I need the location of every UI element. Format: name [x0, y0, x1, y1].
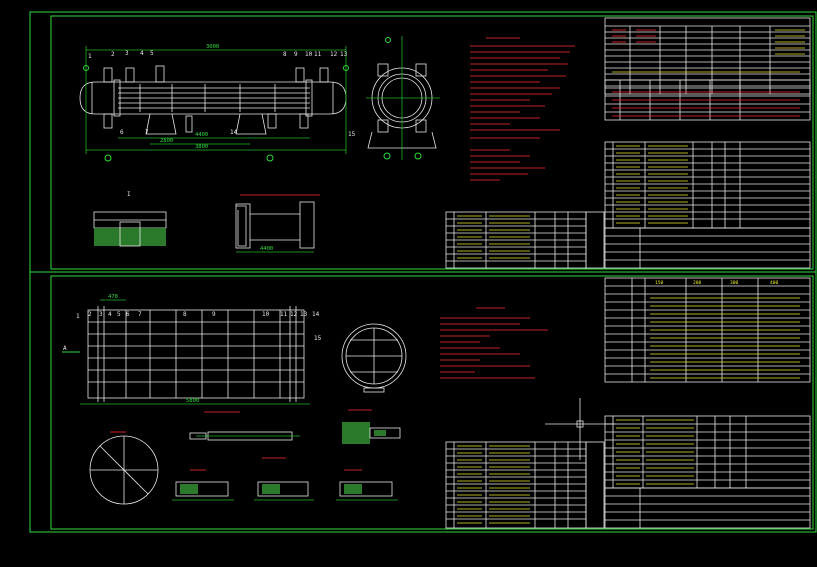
- b-tag-15: 15: [314, 335, 322, 342]
- tag-13: 13: [340, 51, 348, 58]
- top-title-block[interactable]: [604, 227, 811, 269]
- b-tag-9: 9: [212, 311, 216, 318]
- b-tag-7: 7: [138, 311, 142, 318]
- bottom-detail-rod[interactable]: [189, 411, 300, 441]
- tag-1: 1: [88, 53, 92, 60]
- top-detail-I[interactable]: I: [93, 191, 167, 247]
- detail-I-label: I: [127, 191, 131, 198]
- top-vessel-elevation[interactable]: 3000 4400 2800 3800 1 2 3 4 5 6 7 8 9 10…: [79, 44, 356, 162]
- bottom-baffle-circle[interactable]: [89, 431, 159, 505]
- sheet-top-frame: [50, 15, 814, 270]
- tag-10: 10: [305, 51, 313, 58]
- detail-frame-dim: 4400: [260, 246, 273, 252]
- b-tag-6: 6: [126, 311, 130, 318]
- b-tag-8: 8: [183, 311, 187, 318]
- top-design-data-table[interactable]: [604, 17, 811, 95]
- dim-sub-length: 3800: [195, 144, 208, 150]
- top-parts-list[interactable]: [604, 141, 811, 229]
- b-tag-2: 2: [88, 311, 92, 318]
- top-nozzle-table[interactable]: [604, 79, 811, 121]
- tag-15: 15: [348, 131, 356, 138]
- bottom-tech-notes: [440, 307, 548, 379]
- b-tag-1: 1: [76, 313, 80, 320]
- dim-segment: 2800: [160, 138, 173, 144]
- bottom-parts-list[interactable]: [604, 415, 811, 489]
- b-tag-14: 14: [312, 311, 320, 318]
- b-tag-3: 3: [99, 311, 103, 318]
- b-tag-12: 12: [290, 311, 298, 318]
- bottom-tube-bundle[interactable]: 5800 478 A 1 2 3 4 5 6 7 8 9 10 11 12 13…: [62, 294, 322, 405]
- bottom-detail-b[interactable]: [254, 457, 314, 501]
- b-tag-10: 10: [262, 311, 270, 318]
- sheet-bottom-frame: [50, 275, 814, 530]
- bottom-title-block[interactable]: [604, 487, 811, 529]
- b-tag-13: 13: [300, 311, 308, 318]
- tag-2: 2: [111, 51, 115, 58]
- bottom-param-table[interactable]: 150 200 300 400: [604, 277, 811, 383]
- bottom-detail-weld[interactable]: [342, 409, 401, 444]
- bottom-detail-c[interactable]: [336, 469, 398, 501]
- tag-5: 5: [150, 50, 154, 57]
- bottom-sub-parts-table[interactable]: [445, 441, 605, 529]
- section-arrow-A: A: [63, 345, 67, 352]
- tag-12: 12: [330, 51, 338, 58]
- top-end-view[interactable]: [366, 36, 440, 160]
- tag-7: 7: [145, 129, 149, 136]
- cad-crosshair-cursor[interactable]: [545, 398, 615, 460]
- param-col-200: 200: [693, 280, 702, 286]
- param-col-300: 300: [730, 280, 739, 286]
- dim-inner-length: 4400: [195, 132, 208, 138]
- b-tag-5: 5: [117, 311, 121, 318]
- param-col-400: 400: [770, 280, 779, 286]
- tag-8: 8: [283, 51, 287, 58]
- bottom-detail-a[interactable]: [172, 469, 234, 501]
- param-col-150: 150: [655, 280, 664, 286]
- bottom-section-circle[interactable]: [341, 323, 407, 393]
- dim-top-span: 478: [108, 294, 118, 300]
- dim-bundle-length: 5800: [186, 398, 199, 404]
- tag-14: 14: [230, 129, 238, 136]
- tag-9: 9: [294, 51, 298, 58]
- b-tag-11: 11: [280, 311, 288, 318]
- top-sub-parts-table[interactable]: [445, 211, 605, 269]
- tag-4: 4: [140, 50, 144, 57]
- tag-11: 11: [314, 51, 322, 58]
- top-tech-notes: [470, 37, 575, 181]
- b-tag-4: 4: [108, 311, 112, 318]
- dim-total-length: 3000: [206, 44, 219, 50]
- tag-3: 3: [125, 50, 129, 57]
- top-detail-frame[interactable]: 4400: [235, 194, 320, 253]
- tag-6: 6: [120, 129, 124, 136]
